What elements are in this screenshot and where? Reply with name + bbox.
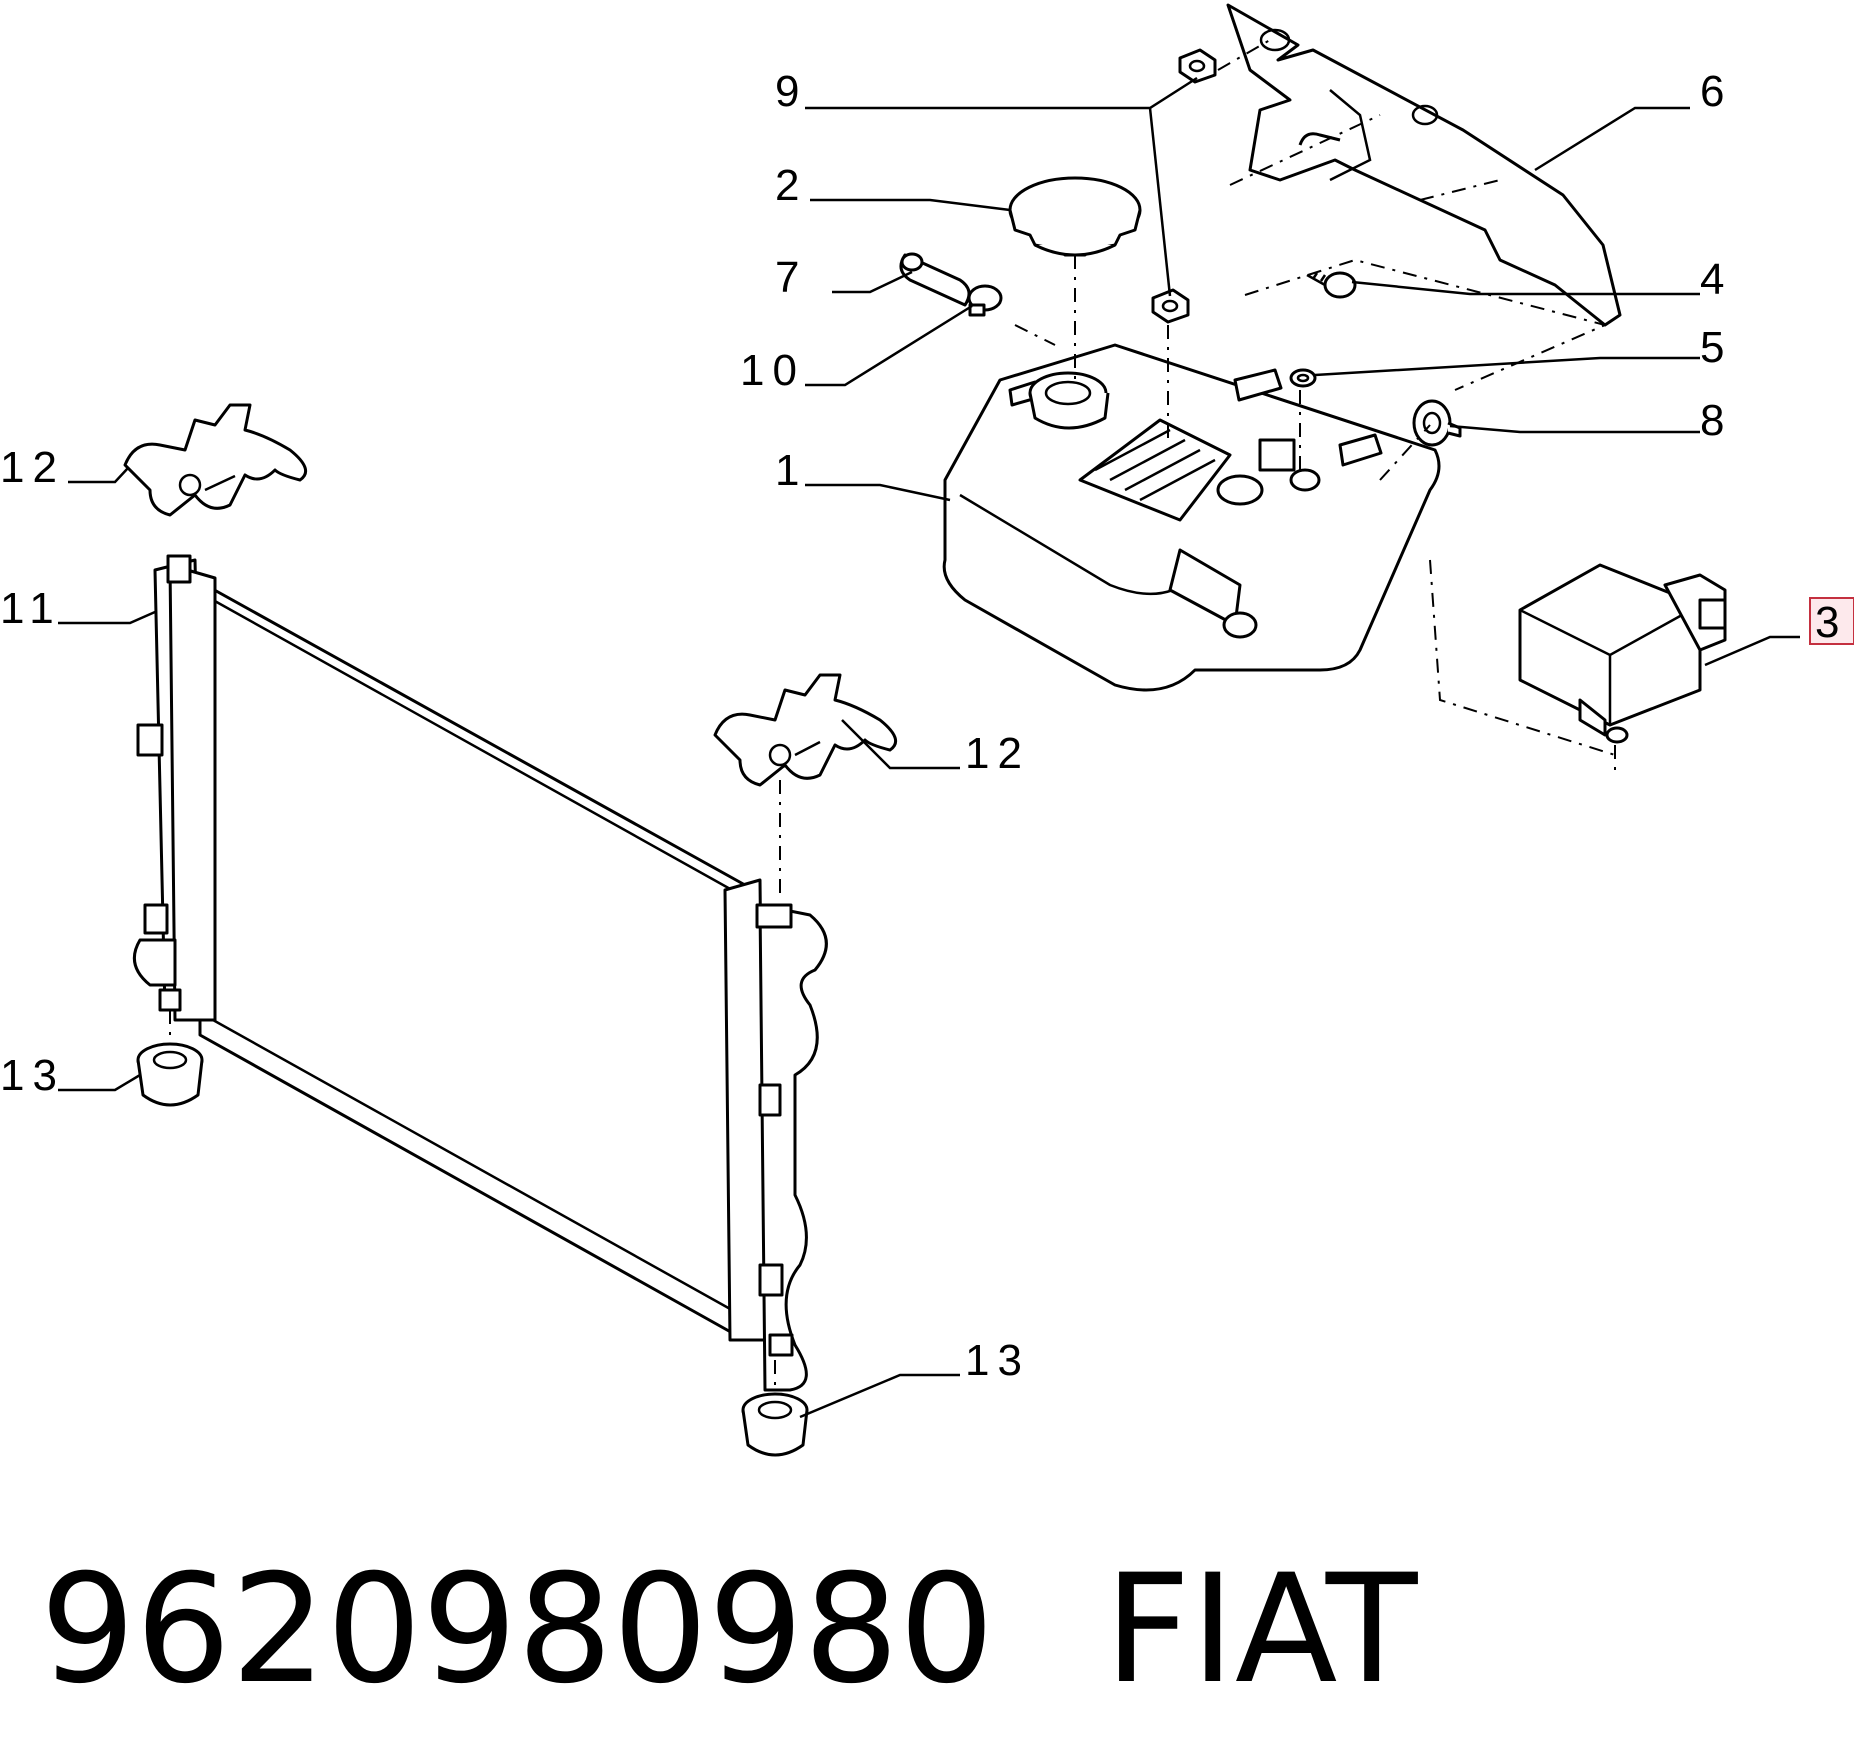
brand-name: FIAT: [1104, 1543, 1418, 1717]
hose-clamp: [967, 284, 1003, 317]
rubber-mount-left: [136, 1042, 204, 1107]
callout-12-right: 12: [965, 729, 1030, 778]
radiator: [132, 554, 828, 1392]
callout-labels: 9 2 7 10 1 6 4 5 8 3 12 11 12 13 13: [0, 67, 1847, 1385]
assembly-lines: [169, 39, 1616, 1395]
callout-13-right: 13: [965, 1336, 1030, 1385]
clip-right: [713, 673, 898, 787]
callout-10: 10: [740, 346, 805, 395]
filler-cap: [1008, 176, 1142, 257]
callout-9: 9: [775, 67, 807, 116]
callout-11: 11: [0, 584, 62, 633]
control-unit: [1518, 563, 1727, 744]
callout-3-highlight: [1809, 597, 1854, 645]
callout-4: 4: [1700, 255, 1732, 304]
caption: 9620980980 FIAT: [40, 1530, 1417, 1730]
filler-neck: [1028, 371, 1110, 430]
callout-7: 7: [775, 253, 807, 302]
grommet: [1412, 399, 1462, 447]
callout-2: 2: [775, 161, 807, 210]
clip-left: [123, 403, 308, 517]
screw: [1306, 271, 1357, 299]
rubber-mount-right: [741, 1392, 809, 1457]
hose: [899, 252, 971, 307]
parts-diagram: 9 2 7 10 1 6 4 5 8 3 12 11 12 13 13: [0, 3, 1854, 1457]
leader-lines: [58, 76, 1800, 1419]
expansion-tank: [942, 343, 1441, 692]
callout-12-left: 12: [0, 443, 65, 492]
radiator-core: [198, 580, 747, 1342]
callout-8: 8: [1700, 396, 1732, 445]
callout-6: 6: [1700, 67, 1732, 116]
nut-upper: [1178, 48, 1217, 84]
callout-1: 1: [775, 446, 807, 495]
part-number: 9620980980: [40, 1543, 995, 1717]
callout-3: 3: [1815, 598, 1847, 647]
washer: [1289, 368, 1317, 388]
callout-13-left: 13: [0, 1051, 65, 1100]
bracket: [1226, 3, 1622, 327]
nut-lower: [1151, 288, 1190, 324]
callout-5: 5: [1700, 323, 1732, 372]
